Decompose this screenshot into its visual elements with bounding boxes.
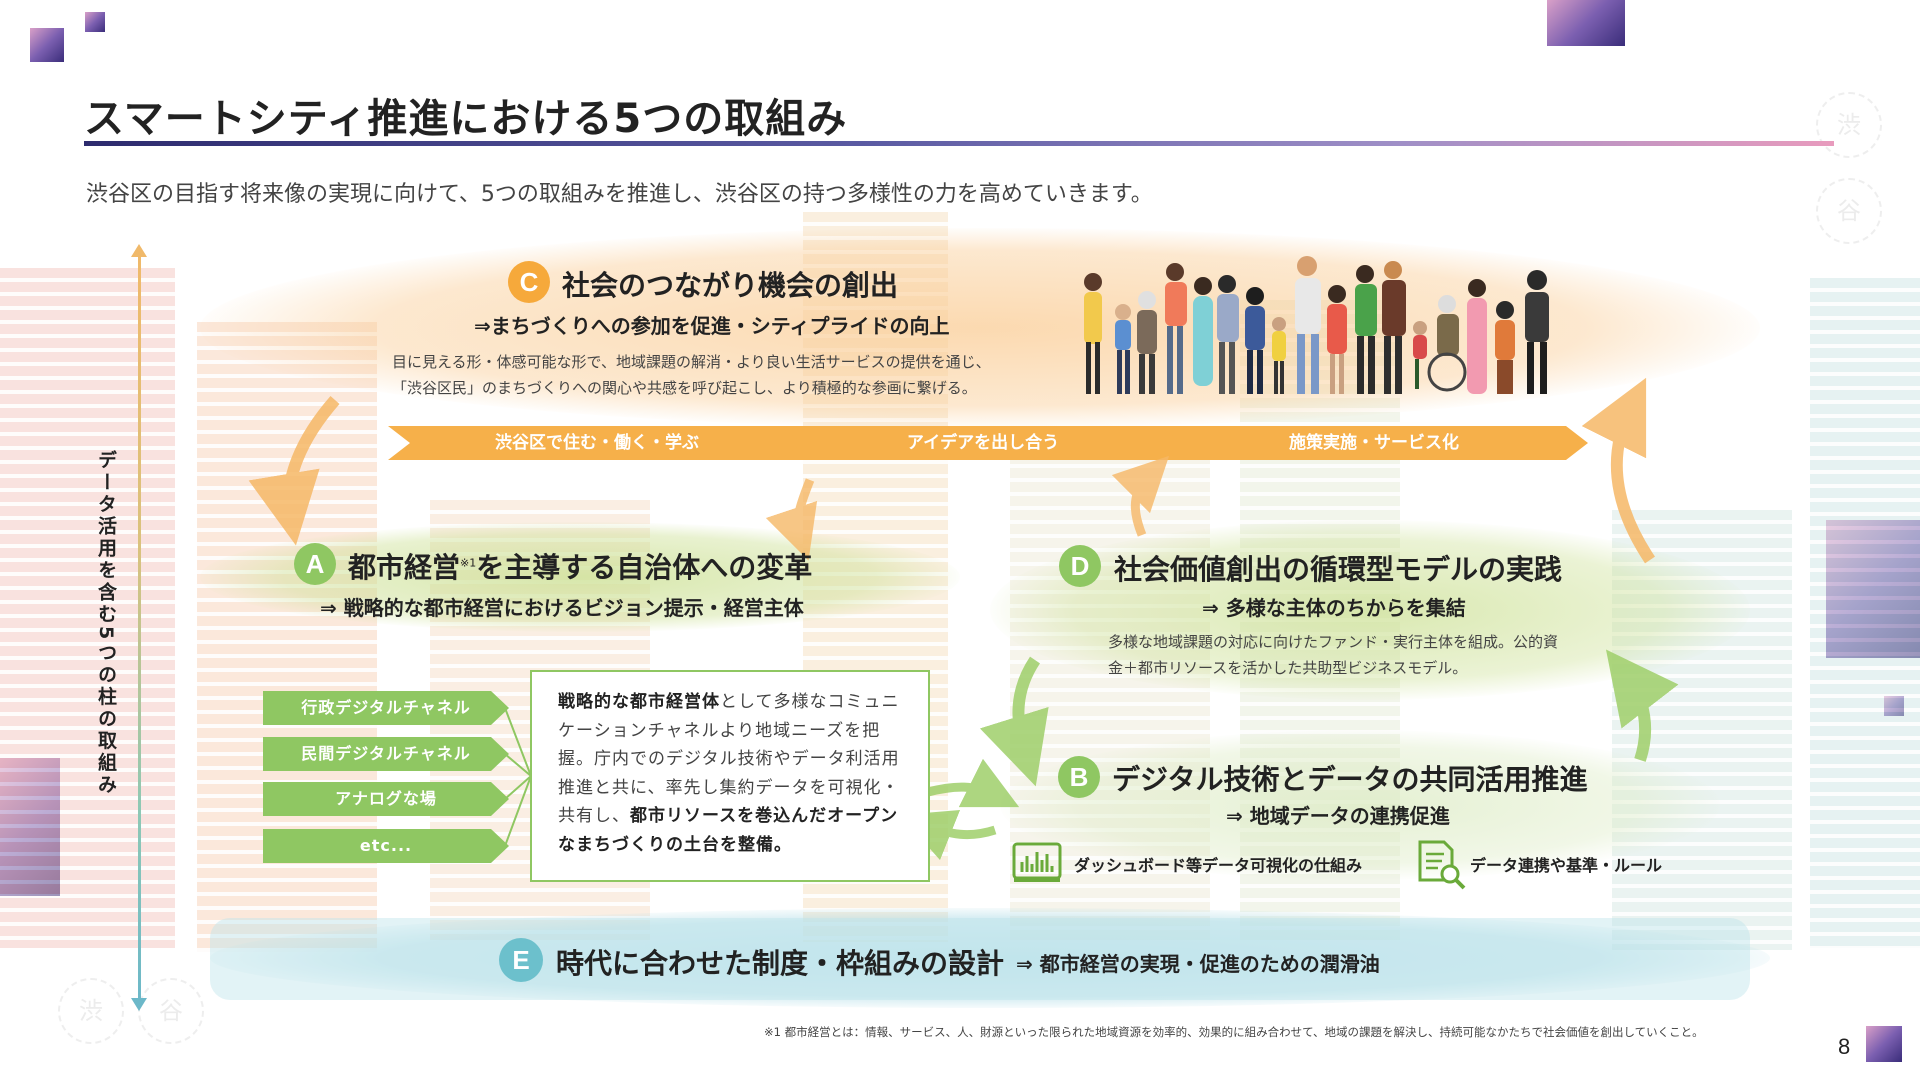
tag-connector-lines bbox=[505, 707, 532, 847]
background-building bbox=[0, 268, 175, 948]
title-rule bbox=[84, 141, 1834, 146]
dashboard-chart-icon bbox=[1012, 842, 1062, 882]
tag-private-digital-channel: 民間デジタルチャネル bbox=[263, 737, 509, 771]
section-e-title: 時代に合わせた制度・枠組みの設計 bbox=[556, 947, 1005, 980]
background-building bbox=[1810, 278, 1920, 948]
document-search-icon bbox=[1418, 840, 1466, 890]
section-c-title: 社会のつながり機会の創出 bbox=[562, 269, 899, 302]
section-b-sub: ⇒ 地域データの連携促進 bbox=[1226, 804, 1450, 828]
section-a-title-pre: 都市経営 bbox=[348, 551, 461, 584]
section-b-glow bbox=[1000, 730, 1720, 880]
chevron-step-implementation: 施策実施・サービス化 bbox=[1160, 426, 1588, 460]
badge-b: B bbox=[1058, 756, 1100, 798]
stamp: 谷 bbox=[138, 978, 204, 1044]
section-c-sub: ⇒まちづくりへの参加を促進・シティプライドの向上 bbox=[474, 314, 950, 338]
section-e-sub: ⇒ 都市経営の実現・促進のための潤滑油 bbox=[1016, 952, 1380, 976]
badge-c: C bbox=[508, 261, 550, 303]
stamp: 谷 bbox=[1816, 178, 1882, 244]
stamp: 渋 bbox=[1816, 92, 1882, 158]
tag-gov-digital-channel: 行政デジタルチャネル bbox=[263, 691, 509, 725]
section-b-title: デジタル技術とデータの共同活用推進 bbox=[1112, 763, 1588, 796]
section-a-title-post: を主導する自治体への変革 bbox=[476, 551, 813, 584]
footnote: ※1 都市経営とは：情報、サービス、人、財源といった限られた地域資源を効率的、効… bbox=[764, 1025, 1704, 1039]
axis-arrow-up-icon bbox=[131, 244, 147, 257]
box-a-text-1: として多様なコミュニケーションチャネルより地域ニーズを把握。庁内でのデジタル技術… bbox=[558, 692, 900, 826]
section-d-sub: ⇒ 多様な主体のちからを集結 bbox=[1202, 596, 1466, 620]
decor-square bbox=[30, 28, 64, 62]
section-a-title: 都市経営※1を主導する自治体への変革 bbox=[348, 546, 812, 586]
section-c-desc-1: 目に見える形・体感可能な形で、地域課題の解消・より良い生活サービスの提供を通じ、 bbox=[392, 353, 991, 371]
background-building bbox=[1010, 440, 1210, 940]
decor-square bbox=[1866, 1026, 1902, 1062]
section-a-sub: ⇒ 戦略的な都市経営におけるビジョン提示・経営主体 bbox=[320, 596, 804, 620]
section-d-desc-1: 多様な地域課題の対応に向けたファンド・実行主体を組成。公的資 bbox=[1108, 633, 1559, 651]
section-b-item-dashboard: ダッシュボード等データ可視化の仕組み bbox=[1074, 856, 1363, 875]
page-title: スマートシティ推進における5つの取組み bbox=[84, 96, 848, 142]
badge-e: E bbox=[499, 938, 543, 982]
tag-etc: etc... bbox=[263, 829, 509, 863]
axis-label: データ活用を含む5つの柱の取組み bbox=[95, 450, 117, 797]
section-c-desc-2: 「渋谷区民」のまちづくりへの関心や共感を呼び起こし、より積極的な参画に繋げる。 bbox=[392, 379, 977, 397]
decor-square bbox=[85, 12, 105, 32]
page-subtitle: 渋谷区の目指す将来像の実現に向けて、5つの取組みを推進し、渋谷区の持つ多様性の力… bbox=[86, 182, 1153, 207]
footnote-marker: ※1 bbox=[460, 556, 477, 570]
people-illustration bbox=[1084, 256, 1549, 394]
chevron-step-live-work-learn: 渋谷区で住む・働く・学ぶ bbox=[388, 426, 806, 460]
section-b-item-data-linkage: データ連携や基準・ルール bbox=[1470, 856, 1663, 875]
section-a-description-box: 戦略的な都市経営体として多様なコミュニケーションチャネルより地域ニーズを把握。庁… bbox=[530, 670, 930, 882]
section-d-desc-2: 金＋都市リソースを活かした共助型ビジネスモデル。 bbox=[1108, 659, 1468, 677]
page-number: 8 bbox=[1838, 1034, 1851, 1059]
tag-analog-place: アナログな場 bbox=[263, 782, 509, 816]
section-e-band bbox=[210, 918, 1750, 1000]
section-d-title: 社会価値創出の循環型モデルの実践 bbox=[1114, 553, 1563, 586]
section-e-glow bbox=[210, 908, 1770, 1008]
vertical-axis bbox=[138, 250, 141, 1002]
box-a-bold-2: 都市リソースを巻込んだオープンなまちづくりの土台を整備。 bbox=[558, 806, 899, 855]
box-a-bold-1: 戦略的な都市経営体 bbox=[558, 692, 720, 712]
badge-d: D bbox=[1059, 545, 1101, 587]
axis-arrow-down-icon bbox=[131, 998, 147, 1011]
decor-square bbox=[1547, 0, 1625, 46]
stamp: 渋 bbox=[58, 978, 124, 1044]
chevron-step-ideas: アイデアを出し合う bbox=[780, 426, 1186, 460]
badge-a: A bbox=[294, 543, 336, 585]
